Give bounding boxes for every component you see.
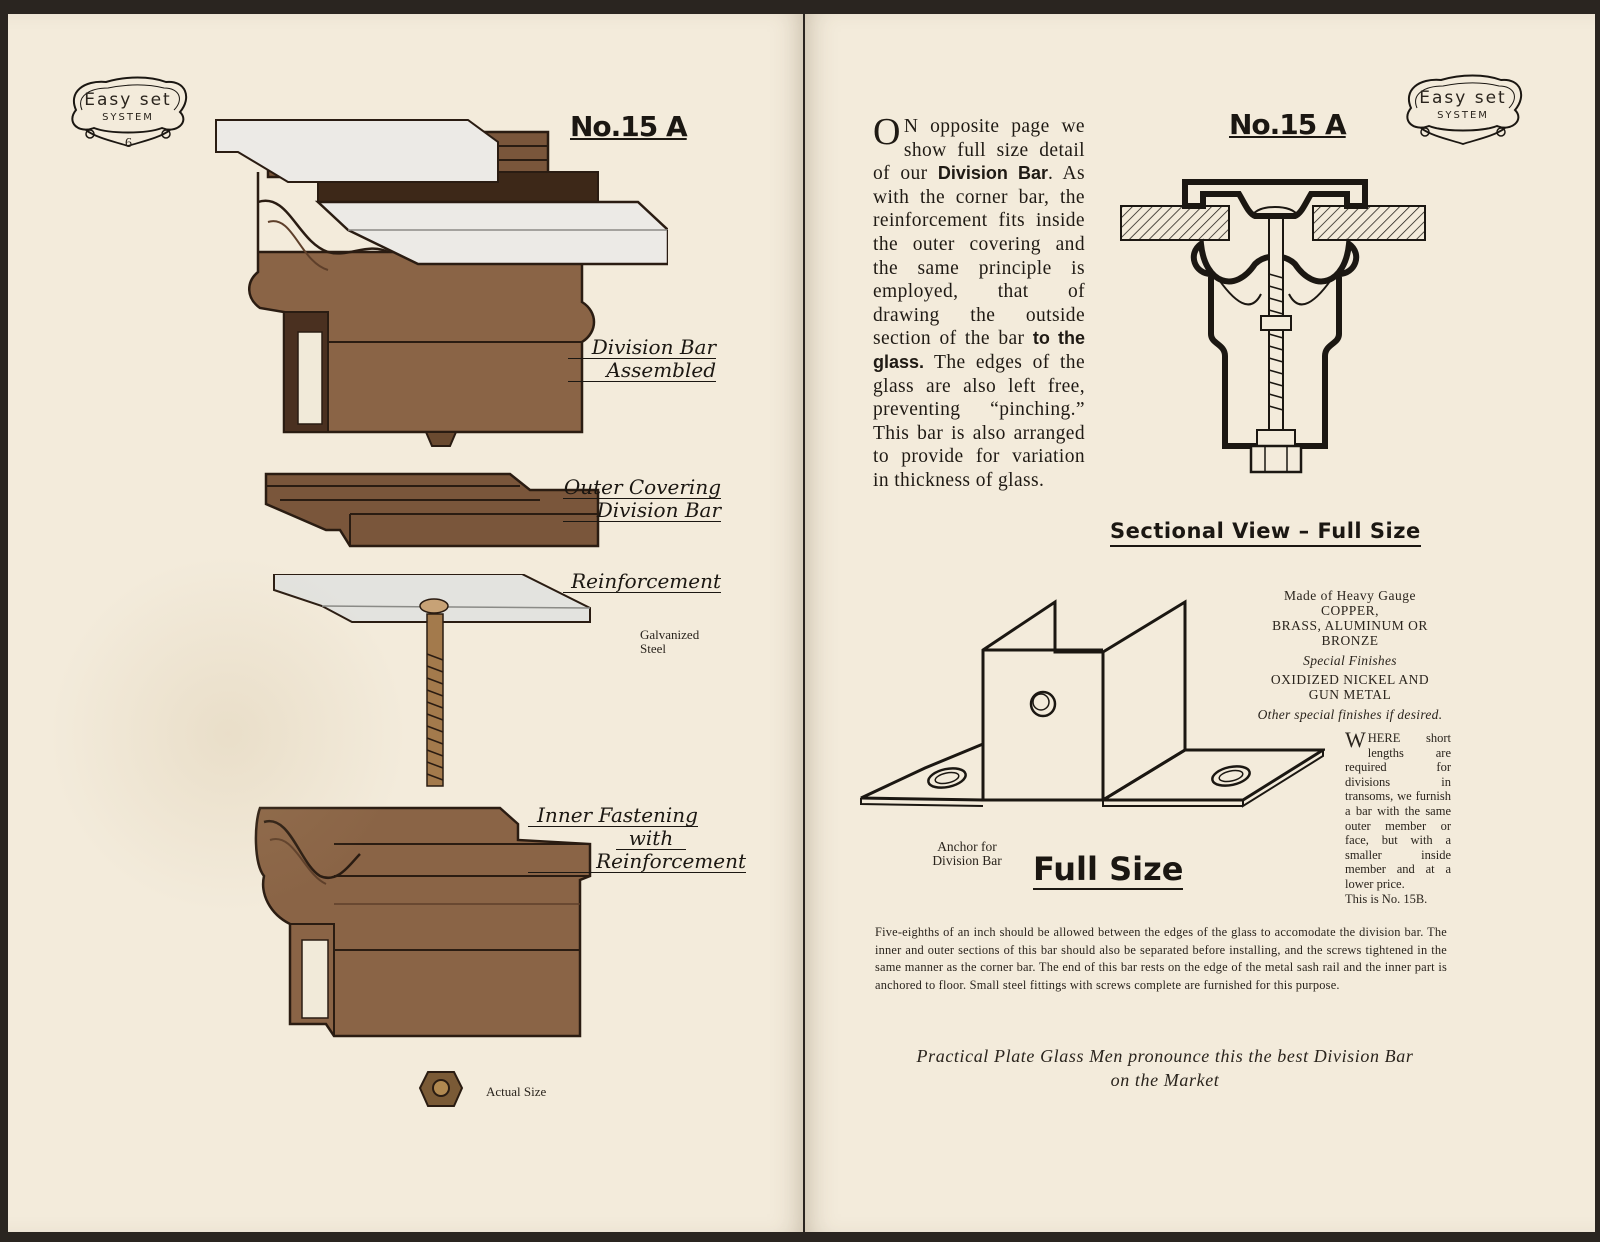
intro-bold: Division Bar — [937, 163, 1048, 184]
installation-paragraph: Five-eighths of an inch should be allowe… — [875, 925, 1447, 992]
label-line: Inner Fastening — [528, 804, 698, 827]
anchor-label: Anchor for Division Bar — [917, 840, 1017, 868]
label-line: Assembled — [568, 359, 716, 382]
actual-size-label: Actual Size — [486, 1084, 547, 1099]
label-outer-covering: Outer Covering Division Bar — [563, 476, 721, 522]
hex-nut-icon — [418, 1071, 464, 1107]
note-model-ref: This is No. 15B. — [1345, 891, 1428, 906]
label-line: Reinforcement — [563, 570, 721, 593]
sectional-view-caption: Sectional View – Full Size — [1110, 519, 1421, 547]
label-line: Division Bar — [563, 499, 721, 522]
intro-bold: to the glass. — [873, 328, 1085, 372]
spec-heading: Special Finishes — [1303, 653, 1397, 668]
intro-text: . As with the corner bar, the reinforcem… — [873, 163, 1085, 350]
easyset-logo: Easy set SYSTEM — [66, 72, 190, 147]
closing-quote: Practical Plate Glass Men pronounce this… — [885, 1044, 1445, 1092]
easyset-logo: Easy set SYSTEM — [1401, 70, 1525, 145]
logo-subtext: SYSTEM — [1437, 110, 1489, 121]
intro-dropcap: O — [873, 111, 901, 153]
logo-text: Easy set — [1419, 88, 1507, 108]
logo-subtext: SYSTEM — [102, 112, 154, 123]
label-line: with — [616, 827, 686, 850]
materials-spec: Made of Heavy Gauge COPPER, BRASS, ALUMI… — [1220, 588, 1480, 722]
logo-text: Easy set — [84, 90, 172, 110]
spec-note: Other special finishes if desired. — [1257, 707, 1443, 722]
label-line: Division Bar — [568, 336, 716, 359]
note-line: Steel — [640, 641, 666, 656]
outer-covering-illustration — [264, 472, 600, 548]
sectional-view-drawing — [1120, 179, 1426, 474]
label-inner-fastening: Inner Fastening with Reinforcement — [528, 804, 746, 873]
note-dropcap: W — [1345, 727, 1366, 752]
label-line: Reinforcement — [528, 850, 746, 873]
spec-line: COPPER, — [1321, 603, 1379, 618]
label-reinforcement: Reinforcement — [563, 570, 721, 593]
anchor-drawing — [860, 599, 1325, 808]
label-line: Division Bar — [932, 853, 1002, 868]
spec-line: GUN METAL — [1308, 687, 1392, 702]
note-text: HERE short lengths are required for divi… — [1345, 731, 1451, 891]
quote-line: on the Market — [1110, 1070, 1220, 1090]
page-title: No.15 A — [570, 110, 688, 143]
division-bar-assembled-illustration — [215, 119, 668, 447]
quote-line: Practical Plate Glass Men pronounce this… — [916, 1046, 1414, 1066]
spec-line: BRONZE — [1321, 633, 1379, 648]
galvanized-note: Galvanized Steel — [640, 628, 699, 656]
page-number: 6 — [125, 136, 132, 151]
intro-text: N opposite page we show full size detail… — [873, 116, 1085, 185]
page-title: No.15 A — [1229, 108, 1347, 141]
full-size-caption: Full Size — [1033, 850, 1184, 890]
label-division-bar-assembled: Division Bar Assembled — [568, 336, 716, 382]
spec-line: Made of Heavy Gauge — [1283, 588, 1417, 603]
spec-line: OXIDIZED NICKEL AND — [1270, 672, 1430, 687]
intro-text: The edges of the glass are also left fre… — [873, 351, 1085, 491]
label-line: Anchor for — [937, 839, 997, 854]
note-line: Galvanized — [640, 627, 700, 642]
reinforcement-illustration — [273, 574, 591, 787]
spec-line: BRASS, ALUMINUM OR — [1272, 618, 1428, 633]
left-page: Easy set SYSTEM 6 No.15 A Division Bar A… — [8, 14, 803, 1232]
label-line: Outer Covering — [563, 475, 721, 499]
